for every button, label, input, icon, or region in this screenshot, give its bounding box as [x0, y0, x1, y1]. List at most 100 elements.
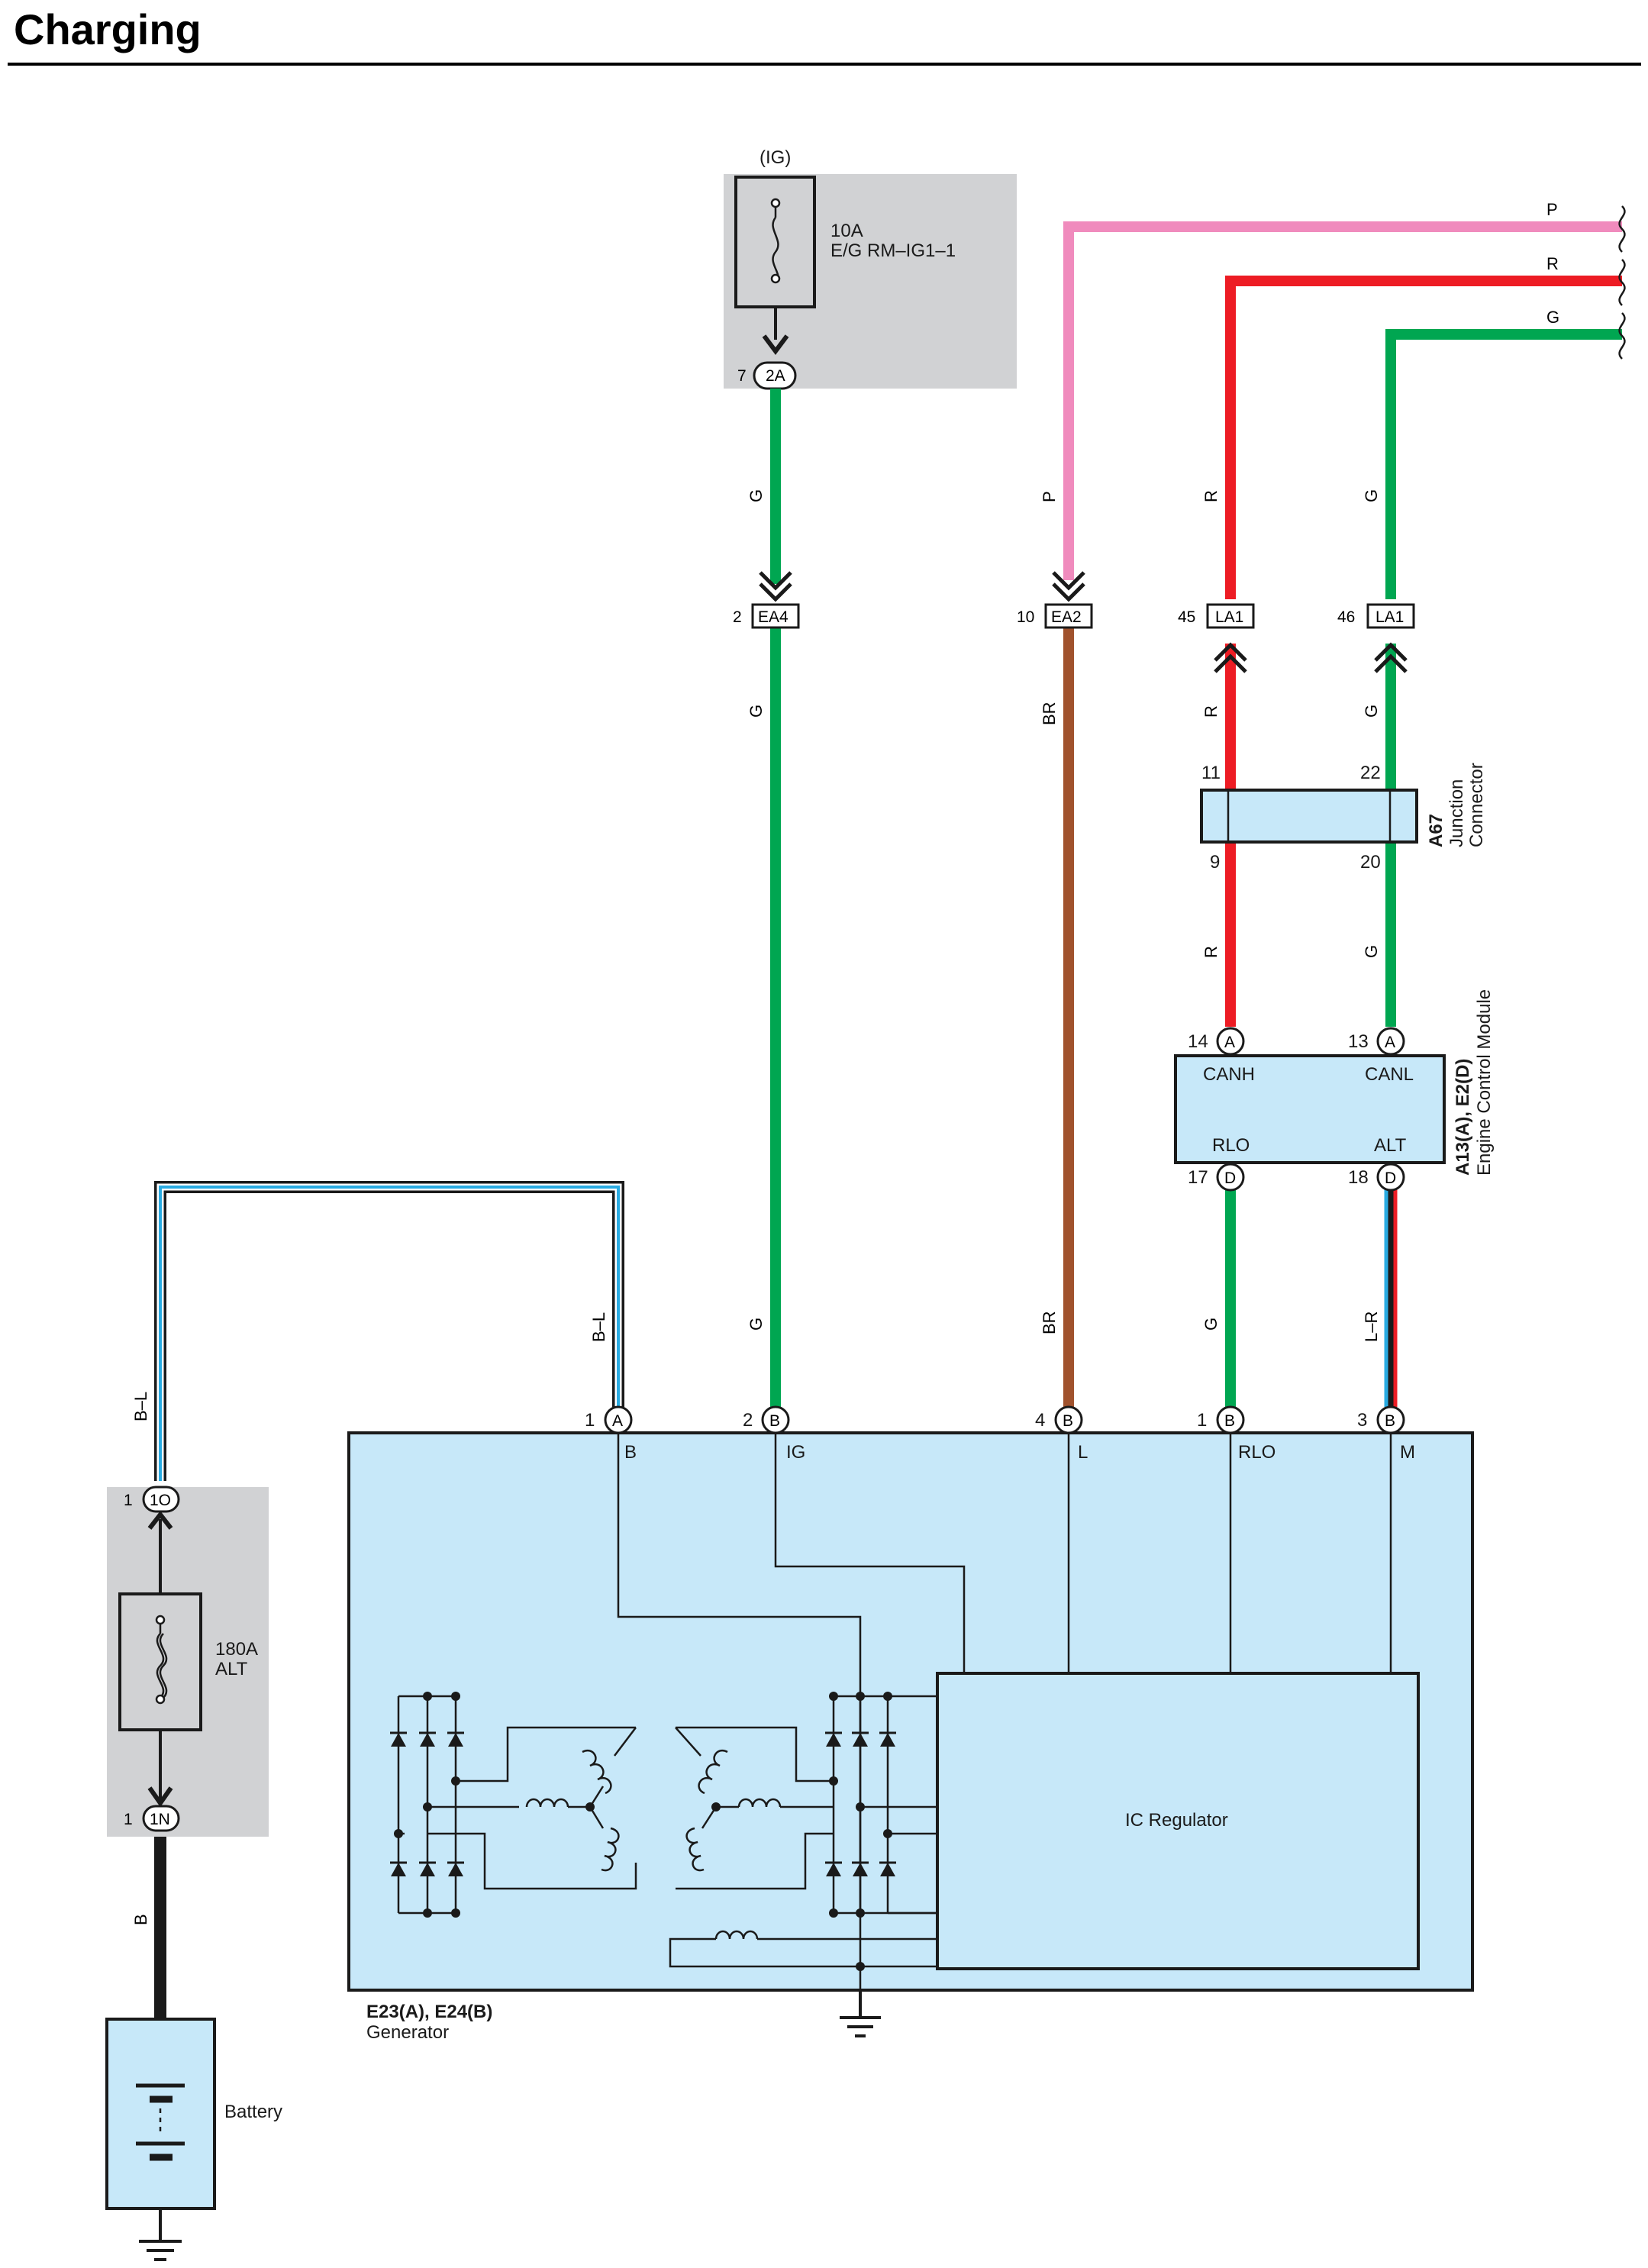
ecm-block: A 14 CANH A 13 CANL D 17 RLO D 18 ALT A1…: [1174, 989, 1495, 1192]
alt-fuse-block: 1O 1 1N 1 180A ALT: [107, 1486, 269, 1837]
ecm-rlo-conn: D: [1224, 1169, 1236, 1187]
label-g-5: G: [1362, 489, 1381, 502]
ig-fuse-block: (IG) 10A E/G RM–IG1–1 2A 7: [724, 147, 1017, 390]
wire-ig-green: [759, 389, 792, 1407]
label-g-7: G: [1362, 945, 1381, 958]
gen-terminal-rlo: B 1 RLO: [1197, 1405, 1276, 1463]
gen-terminal-ig: B 2 IG: [743, 1405, 805, 1463]
right-rectifier: [824, 1692, 937, 1918]
left-stator: [398, 1726, 637, 1890]
label-r-2: R: [1201, 705, 1221, 718]
ecm-canh-label: CANH: [1203, 1064, 1255, 1085]
label-g-1: G: [747, 489, 766, 502]
la1-r-name: LA1: [1215, 608, 1243, 626]
label-r-3: R: [1201, 946, 1221, 958]
alt-bottom-connector: 1N: [150, 1811, 170, 1828]
ecm-terminal-alt: D 18 ALT: [1348, 1135, 1407, 1192]
junction-pin-9: 9: [1210, 852, 1220, 873]
label-g-top: G: [1546, 308, 1559, 327]
ecm-canh-conn: A: [1224, 1034, 1235, 1051]
label-r-top: R: [1546, 254, 1559, 273]
battery-label: Battery: [224, 2102, 282, 2122]
junction-name-2: Connector: [1466, 763, 1487, 847]
gen-b-conn: A: [612, 1412, 623, 1430]
ecm-id: A13(A), E2(D): [1453, 1059, 1473, 1176]
label-p-top: P: [1546, 200, 1558, 219]
ecm-alt-conn: D: [1385, 1169, 1396, 1187]
ea4-pin: 2: [733, 608, 742, 626]
ecm-canh-pin: 14: [1188, 1031, 1208, 1052]
battery: Battery: [105, 2018, 282, 2261]
junction-pin-22: 22: [1360, 763, 1381, 783]
la1-g-name: LA1: [1375, 608, 1404, 626]
ecm-canl-conn: A: [1385, 1034, 1395, 1051]
gen-rlo-pin: 1: [1197, 1410, 1207, 1431]
junction-id: A67: [1426, 814, 1446, 847]
label-r-1: R: [1201, 490, 1221, 502]
connector-la1-g: LA1 46: [1337, 603, 1415, 629]
gen-b-label: B: [624, 1442, 637, 1463]
wire-red: [1214, 276, 1622, 1027]
label-g-3: G: [747, 1318, 766, 1331]
wire-labels: G G G P BR BR R R R G G G G L–R B–L B–L …: [131, 200, 1559, 1925]
gen-ig-label: IG: [786, 1442, 805, 1463]
ecm-rlo-pin: 17: [1188, 1167, 1208, 1188]
gen-terminal-l: B 4 L: [1035, 1405, 1088, 1463]
junction-name-1: Junction: [1446, 779, 1467, 847]
ic-regulator: [936, 1672, 1420, 1970]
wire-break-marks: [1618, 205, 1626, 360]
ecm-name: Engine Control Module: [1474, 989, 1495, 1176]
junction-pin-11: 11: [1201, 763, 1221, 783]
alt-top-pin: 1: [124, 1492, 133, 1509]
alt-fuse-rating: 180A: [215, 1639, 258, 1660]
label-bl-2: B–L: [131, 1392, 150, 1421]
wire-lr: [1384, 1189, 1398, 1407]
generator-name: Generator: [366, 2022, 449, 2043]
ecm-terminal-canh: A 14 CANH: [1188, 1027, 1255, 1085]
gen-m-label: M: [1400, 1442, 1415, 1463]
ecm-terminal-canl: A 13 CANL: [1348, 1027, 1414, 1085]
ig-fuse-pin: 7: [737, 367, 747, 385]
gen-b-pin: 1: [585, 1410, 595, 1431]
label-p: P: [1040, 491, 1059, 502]
generator-ground: [840, 1990, 881, 2037]
alt-fuse-name: ALT: [215, 1659, 248, 1679]
label-g-2: G: [747, 705, 766, 718]
ig-fuse-header: (IG): [759, 147, 791, 168]
gen-m-pin: 3: [1357, 1410, 1367, 1431]
wire-bl: [154, 1181, 624, 1481]
gen-ig-pin: 2: [743, 1410, 753, 1431]
junction-pin-20: 20: [1360, 852, 1381, 873]
gen-rlo-label: RLO: [1238, 1442, 1276, 1463]
label-g-4: G: [1201, 1318, 1221, 1331]
alt-top-connector: 1O: [150, 1492, 171, 1509]
wire-green-can: [1374, 329, 1622, 1027]
gen-m-conn: B: [1385, 1412, 1395, 1430]
label-br-1: BR: [1040, 702, 1059, 725]
generator-id: E23(A), E24(B): [366, 2002, 492, 2022]
label-bl-1: B–L: [589, 1312, 608, 1342]
label-g-6: G: [1362, 705, 1381, 718]
wire-pink: [1052, 221, 1622, 602]
ea2-name: EA2: [1051, 608, 1082, 626]
ig-fuse-connector: 2A: [766, 367, 785, 385]
ig-fuse-rating: 10A: [830, 221, 863, 241]
ecm-canl-pin: 13: [1348, 1031, 1369, 1052]
ea2-pin: 10: [1017, 608, 1034, 626]
page-title: Charging: [14, 5, 202, 53]
ic-regulator-label: IC Regulator: [1125, 1810, 1228, 1831]
gen-l-label: L: [1078, 1442, 1088, 1463]
field-coil: [669, 1930, 937, 1971]
ecm-canl-label: CANL: [1365, 1064, 1414, 1085]
gen-rlo-conn: B: [1224, 1412, 1235, 1430]
gen-l-pin: 4: [1035, 1410, 1045, 1431]
label-b: B: [131, 1914, 150, 1925]
label-lr: L–R: [1362, 1311, 1381, 1342]
connector-la1-r: LA1 45: [1178, 603, 1255, 629]
ig-fuse-name: E/G RM–IG1–1: [830, 240, 956, 261]
junction-connector: 11 22 9 20 A67 Junction Connector: [1200, 763, 1487, 873]
gen-ig-conn: B: [769, 1412, 780, 1430]
right-stator: [675, 1726, 834, 1890]
connector-ea2: EA2 10: [1017, 603, 1093, 629]
